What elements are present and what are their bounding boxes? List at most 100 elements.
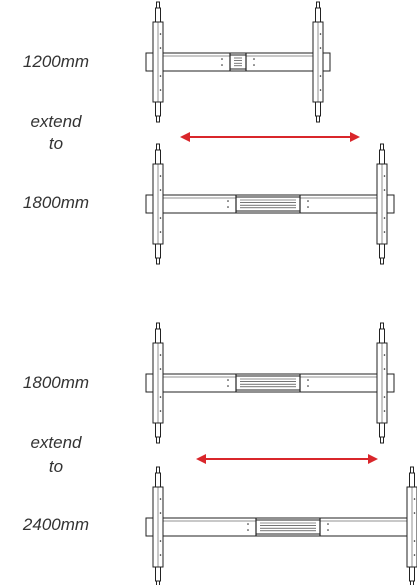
frame-2400mm-right-post-top-pin — [409, 472, 415, 488]
frame-1800mm-top-right-post-bottom-tip — [380, 257, 384, 265]
frame-1800mm-top-right-post-top-tip — [380, 143, 384, 151]
frame-1800mm-bottom-bolt-2 — [307, 379, 309, 381]
frame-1800mm-top-left-post-hole-3 — [159, 231, 162, 233]
extend-arrow-2-head-right — [368, 454, 378, 464]
frame-2400mm-right-post-hole-3 — [413, 554, 416, 556]
extend-arrow-1 — [180, 132, 360, 142]
frame-2400mm-bolt-3 — [327, 529, 329, 531]
label-1200mm: 1200mm — [22, 52, 90, 71]
frame-1800mm-bottom-left-post-hole-0 — [159, 354, 162, 356]
frame-1800mm-top-right-post-hole-2 — [383, 217, 386, 219]
frame-2400mm-left-post-hole-2 — [159, 540, 162, 542]
label-2400mm: 2400mm — [22, 515, 90, 534]
frame-1200mm-inner-tube — [229, 54, 247, 70]
frame-1800mm-bottom-left-post-hole-2 — [159, 396, 162, 398]
frame-1800mm-top-bolt-1 — [227, 206, 229, 208]
frame-1200mm-left-post-hole-0 — [159, 33, 162, 35]
frame-1200mm-right-post-bottom-pin — [315, 101, 321, 117]
frame-2400mm-left-post-bottom-tip — [156, 580, 160, 585]
frame-1200mm-right-post-hole-0 — [319, 33, 322, 35]
frame-1800mm-top-left-post-top-tip — [156, 143, 160, 151]
frame-1200mm-right-post-hole-1 — [319, 47, 322, 49]
frame-1200mm-right-post-hole-2 — [319, 75, 322, 77]
frame-1800mm-top-right-post-bottom-pin — [379, 243, 385, 259]
frame-1800mm-top-left-post-hole-1 — [159, 189, 162, 191]
frame-1800mm-top-left-post-hole-0 — [159, 175, 162, 177]
frame-2400mm-right-post-hole-0 — [413, 498, 416, 500]
label-1800mm-top: 1800mm — [22, 193, 90, 212]
frame-1800mm-bottom-right-post-bottom-pin — [379, 422, 385, 438]
extend-arrow-2 — [196, 454, 378, 464]
frame-1800mm-top-left-post-bottom-tip — [156, 257, 160, 265]
frame-2400mm-left-post-bottom-pin — [155, 566, 161, 582]
frame-2400mm — [145, 466, 417, 585]
frame-1800mm-bottom-right-post-hole-0 — [383, 354, 386, 356]
frame-1800mm-bottom-right-post-hole-3 — [383, 410, 386, 412]
frame-2400mm-right-post-hole-1 — [413, 512, 416, 514]
frame-1800mm-bottom-inner-tube — [235, 375, 301, 391]
frame-1800mm-bottom-right-post-bottom-tip — [380, 436, 384, 444]
frame-1800mm-bottom-bolt-1 — [227, 385, 229, 387]
frame-1800mm-top-right-post-hole-1 — [383, 189, 386, 191]
extend-arrow-2-head-left — [196, 454, 206, 464]
frame-1800mm-bottom-right-post-top-tip — [380, 322, 384, 330]
frame-1200mm — [145, 1, 331, 123]
frame-2400mm-inner-tube — [255, 519, 321, 535]
frame-1800mm-top-inner-tube — [235, 196, 301, 212]
frame-1800mm-bottom-left-post-top-tip — [156, 322, 160, 330]
frame-1200mm-left-post-bottom-pin — [155, 101, 161, 117]
frame-1800mm-top-bolt-2 — [307, 200, 309, 202]
frame-1200mm-left-post-hole-2 — [159, 75, 162, 77]
frame-1200mm-left-post-hole-3 — [159, 89, 162, 91]
frame-1800mm-bottom-left-post-hole-1 — [159, 368, 162, 370]
frame-1800mm-top-right-post-hole-3 — [383, 231, 386, 233]
frame-2400mm-right-post-top-tip — [410, 466, 414, 474]
frame-2400mm-bolt-0 — [247, 523, 249, 525]
frame-2400mm-left-post-top-pin — [155, 472, 161, 488]
frame-1800mm-top-right-post-hole-0 — [383, 175, 386, 177]
frame-1800mm-bottom-right-post-hole-1 — [383, 368, 386, 370]
frame-1800mm-bottom-right-post-top-pin — [379, 328, 385, 344]
label-to-1: to — [48, 134, 64, 153]
frame-2400mm-left-post-hole-0 — [159, 498, 162, 500]
extend-arrow-1-head-right — [350, 132, 360, 142]
frame-1800mm-top-left-post-bottom-pin — [155, 243, 161, 259]
frame-1200mm-left-post-top-tip — [156, 1, 160, 9]
frame-1800mm-bottom-left-post-bottom-tip — [156, 436, 160, 444]
frame-1200mm-bolt-3 — [253, 64, 255, 66]
extend-arrow-1-head-left — [180, 132, 190, 142]
frame-1200mm-right-post-hole-3 — [319, 89, 322, 91]
frame-1200mm-right-post-top-pin — [315, 7, 321, 23]
frame-2400mm-left-post-hole-1 — [159, 512, 162, 514]
frame-1200mm-bolt-1 — [221, 64, 223, 66]
label-extend-2: extend — [30, 433, 82, 452]
frame-2400mm-right-post-hole-2 — [413, 540, 416, 542]
frame-2400mm-right-post-bottom-tip — [410, 580, 414, 585]
frame-1200mm-left-post-hole-1 — [159, 47, 162, 49]
label-1800mm-bottom: 1800mm — [22, 373, 90, 392]
frame-2400mm-right-post-bottom-pin — [409, 566, 415, 582]
frame-1200mm-left-post-bottom-tip — [156, 115, 160, 123]
label-to-2: to — [48, 457, 64, 476]
frame-1800mm-top-left-post-top-pin — [155, 149, 161, 165]
frame-1800mm-top-left-post-hole-2 — [159, 217, 162, 219]
frame-1200mm-bolt-2 — [253, 58, 255, 60]
frame-1800mm-bottom-bolt-0 — [227, 379, 229, 381]
frame-2400mm-left-post-hole-3 — [159, 554, 162, 556]
frame-2400mm-bolt-1 — [247, 529, 249, 531]
frame-1800mm-bottom-left-post-bottom-pin — [155, 422, 161, 438]
frame-1800mm-bottom-bolt-3 — [307, 385, 309, 387]
frame-1800mm-bottom-left-post-top-pin — [155, 328, 161, 344]
frame-1200mm-right-post-bottom-tip — [316, 115, 320, 123]
frame-1800mm-top — [145, 143, 395, 265]
frame-1800mm-bottom-right-post-hole-2 — [383, 396, 386, 398]
frame-1800mm-bottom-left-post-hole-3 — [159, 410, 162, 412]
label-extend-1: extend — [30, 112, 82, 131]
frame-2400mm-left-post-top-tip — [156, 466, 160, 474]
frame-1200mm-right-post-top-tip — [316, 1, 320, 9]
frame-1800mm-bottom — [145, 322, 395, 444]
frame-1200mm-bolt-0 — [221, 58, 223, 60]
frame-2400mm-bolt-2 — [327, 523, 329, 525]
frame-1800mm-top-right-post-top-pin — [379, 149, 385, 165]
